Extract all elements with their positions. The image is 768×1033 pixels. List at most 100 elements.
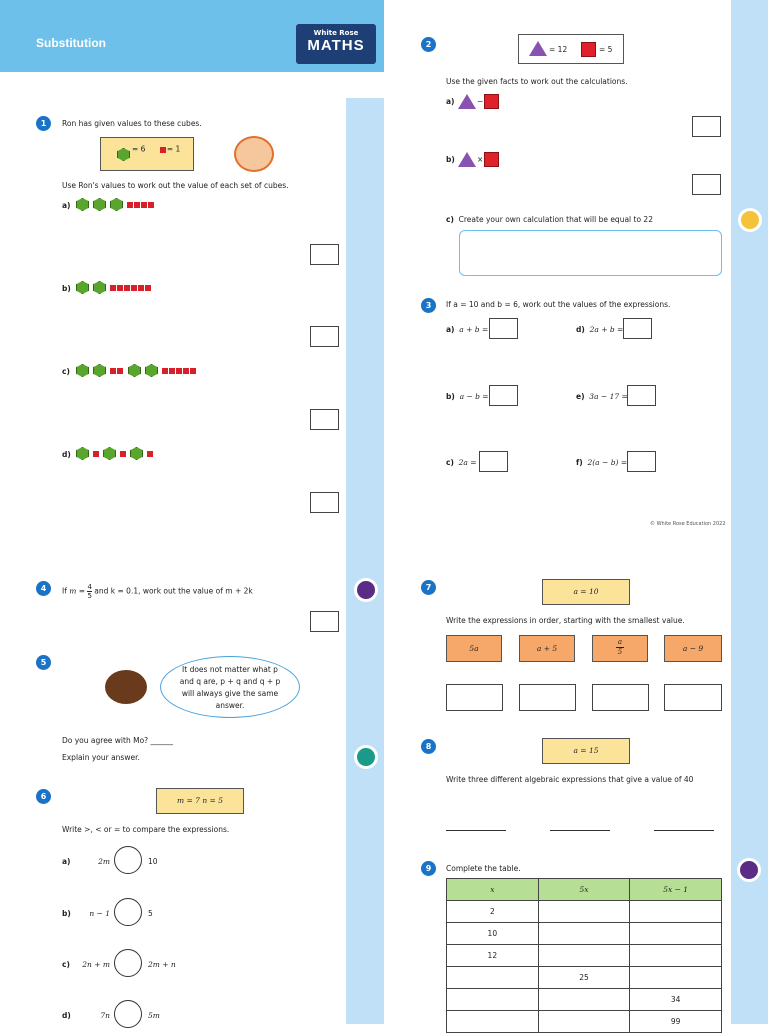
q1c-label: c) — [62, 367, 70, 376]
table-row: 34 — [446, 988, 722, 1011]
q7-answer-box-2[interactable] — [519, 684, 576, 711]
q3e-answer-box[interactable] — [627, 385, 656, 406]
q2a-answer-box[interactable] — [692, 116, 721, 137]
pencil-badge-icon — [738, 208, 762, 232]
question-number-9: 9 — [421, 861, 436, 876]
q3f-answer-box[interactable] — [627, 451, 656, 472]
q2a-operator: − — [477, 97, 484, 106]
q3a-expr: a) a + b = — [446, 325, 489, 334]
q6c-right: 2m + n — [148, 960, 176, 969]
question-number-1: 1 — [36, 116, 51, 131]
q6d-right: 5m — [148, 1011, 160, 1020]
q1d-cubes — [76, 447, 154, 460]
q9-table: x 5x 5x − 1 2 10 12 25 34 99 — [446, 878, 722, 1033]
white-rose-maths-logo: White Rose MATHS — [296, 24, 376, 64]
q6b-label: b) — [62, 909, 71, 918]
q7-expr-4: a − 9 — [664, 635, 722, 662]
red-cube-icon — [159, 146, 166, 153]
question-number-2: 2 — [421, 37, 436, 52]
q3b-answer-box[interactable] — [489, 385, 518, 406]
table-row: 10 — [446, 922, 722, 945]
triangle-icon — [458, 152, 476, 167]
q6-given-box: m = 7 n = 5 — [156, 788, 244, 814]
table-row: 25 — [446, 966, 722, 989]
page-title: Substitution — [36, 36, 106, 50]
q2b-answer-box[interactable] — [692, 174, 721, 195]
q1-key-box: = 6 = 1 — [100, 137, 194, 171]
question-number-6: 6 — [36, 789, 51, 804]
q6a-label: a) — [62, 857, 71, 866]
question-number-5: 5 — [36, 655, 51, 670]
q1d-label: d) — [62, 450, 71, 459]
q2c-answer-area[interactable] — [459, 230, 722, 276]
q8-given-box: a = 15 — [542, 738, 630, 764]
q6c-compare-circle[interactable] — [114, 949, 142, 977]
q9-header-5x: 5x — [537, 878, 631, 901]
q6b-left: n − 1 — [89, 909, 110, 918]
q8-answer-line-1[interactable] — [446, 830, 506, 831]
q1c-answer-box[interactable] — [310, 409, 339, 430]
q2b-operator: × — [477, 155, 484, 164]
q2b-label: b) — [446, 155, 455, 164]
square-icon — [484, 94, 499, 109]
q6-instruction: Write >, < or = to compare the expressio… — [62, 825, 230, 834]
q8-answer-line-3[interactable] — [654, 830, 714, 831]
q3-prompt: If a = 10 and b = 6, work out the values… — [446, 300, 671, 309]
q6a-right: 10 — [148, 857, 158, 866]
q8-instruction: Write three different algebraic expressi… — [446, 775, 694, 784]
q7-answer-box-1[interactable] — [446, 684, 503, 711]
q2a-label: a) — [446, 97, 455, 106]
q1a-cubes — [76, 198, 155, 211]
q9-instruction: Complete the table. — [446, 864, 521, 873]
q6d-left: 7n — [100, 1011, 110, 1020]
q3c-answer-box[interactable] — [479, 451, 508, 472]
q2c-prompt: c) Create your own calculation that will… — [446, 215, 653, 224]
table-row: 12 — [446, 944, 722, 967]
mo-face-icon — [105, 670, 147, 704]
q7-answer-box-3[interactable] — [592, 684, 649, 711]
table-row: 99 — [446, 1010, 722, 1033]
q3e-expr: e) 3a − 17 = — [576, 392, 628, 401]
q7-expr-2: a + 5 — [519, 635, 575, 662]
question-number-4: 4 — [36, 581, 51, 596]
q6a-left: 2m — [98, 857, 110, 866]
q6d-label: d) — [62, 1011, 71, 1020]
q6b-compare-circle[interactable] — [114, 898, 142, 926]
q6b-right: 5 — [148, 909, 153, 918]
q7-instruction: Write the expressions in order, starting… — [446, 616, 685, 625]
q1-instruction: Use Ron's values to work out the value o… — [62, 181, 289, 190]
q1c-cubes — [76, 364, 197, 377]
q3a-answer-box[interactable] — [489, 318, 518, 339]
q9-header-5x-1: 5x − 1 — [629, 878, 722, 901]
table-row: 2 — [446, 900, 722, 923]
difficulty-badge-icon-2 — [737, 858, 761, 882]
mo-speech-bubble: It does not matter what p and q are, p +… — [160, 656, 300, 718]
q8-answer-line-2[interactable] — [550, 830, 610, 831]
square-icon — [581, 42, 596, 57]
green-cube-icon — [117, 148, 130, 161]
q1b-label: b) — [62, 284, 71, 293]
q1-prompt: Ron has given values to these cubes. — [62, 119, 202, 128]
q7-given-box: a = 10 — [542, 579, 630, 605]
q1b-answer-box[interactable] — [310, 326, 339, 347]
triangle-icon — [529, 41, 547, 56]
q5-question: Do you agree with Mo? ______ — [62, 736, 174, 745]
q6a-compare-circle[interactable] — [114, 846, 142, 874]
q6c-left: 2n + m — [82, 960, 110, 969]
q3d-answer-box[interactable] — [623, 318, 652, 339]
q1a-answer-box[interactable] — [310, 244, 339, 265]
triangle-icon — [458, 94, 476, 109]
q1d-answer-box[interactable] — [310, 492, 339, 513]
left-strip-upper — [346, 98, 384, 578]
q9-header-x: x — [446, 878, 539, 901]
q7-answer-box-4[interactable] — [664, 684, 722, 711]
ron-face-icon — [234, 136, 274, 172]
square-icon — [484, 152, 499, 167]
q1b-cubes — [76, 281, 152, 294]
q2-key-box: = 12 = 5 — [518, 34, 624, 64]
q3c-expr: c) 2a = — [446, 458, 477, 467]
q4-answer-box[interactable] — [310, 611, 339, 632]
q7-expr-1: 5a — [446, 635, 502, 662]
q3b-expr: b) a − b = — [446, 392, 489, 401]
